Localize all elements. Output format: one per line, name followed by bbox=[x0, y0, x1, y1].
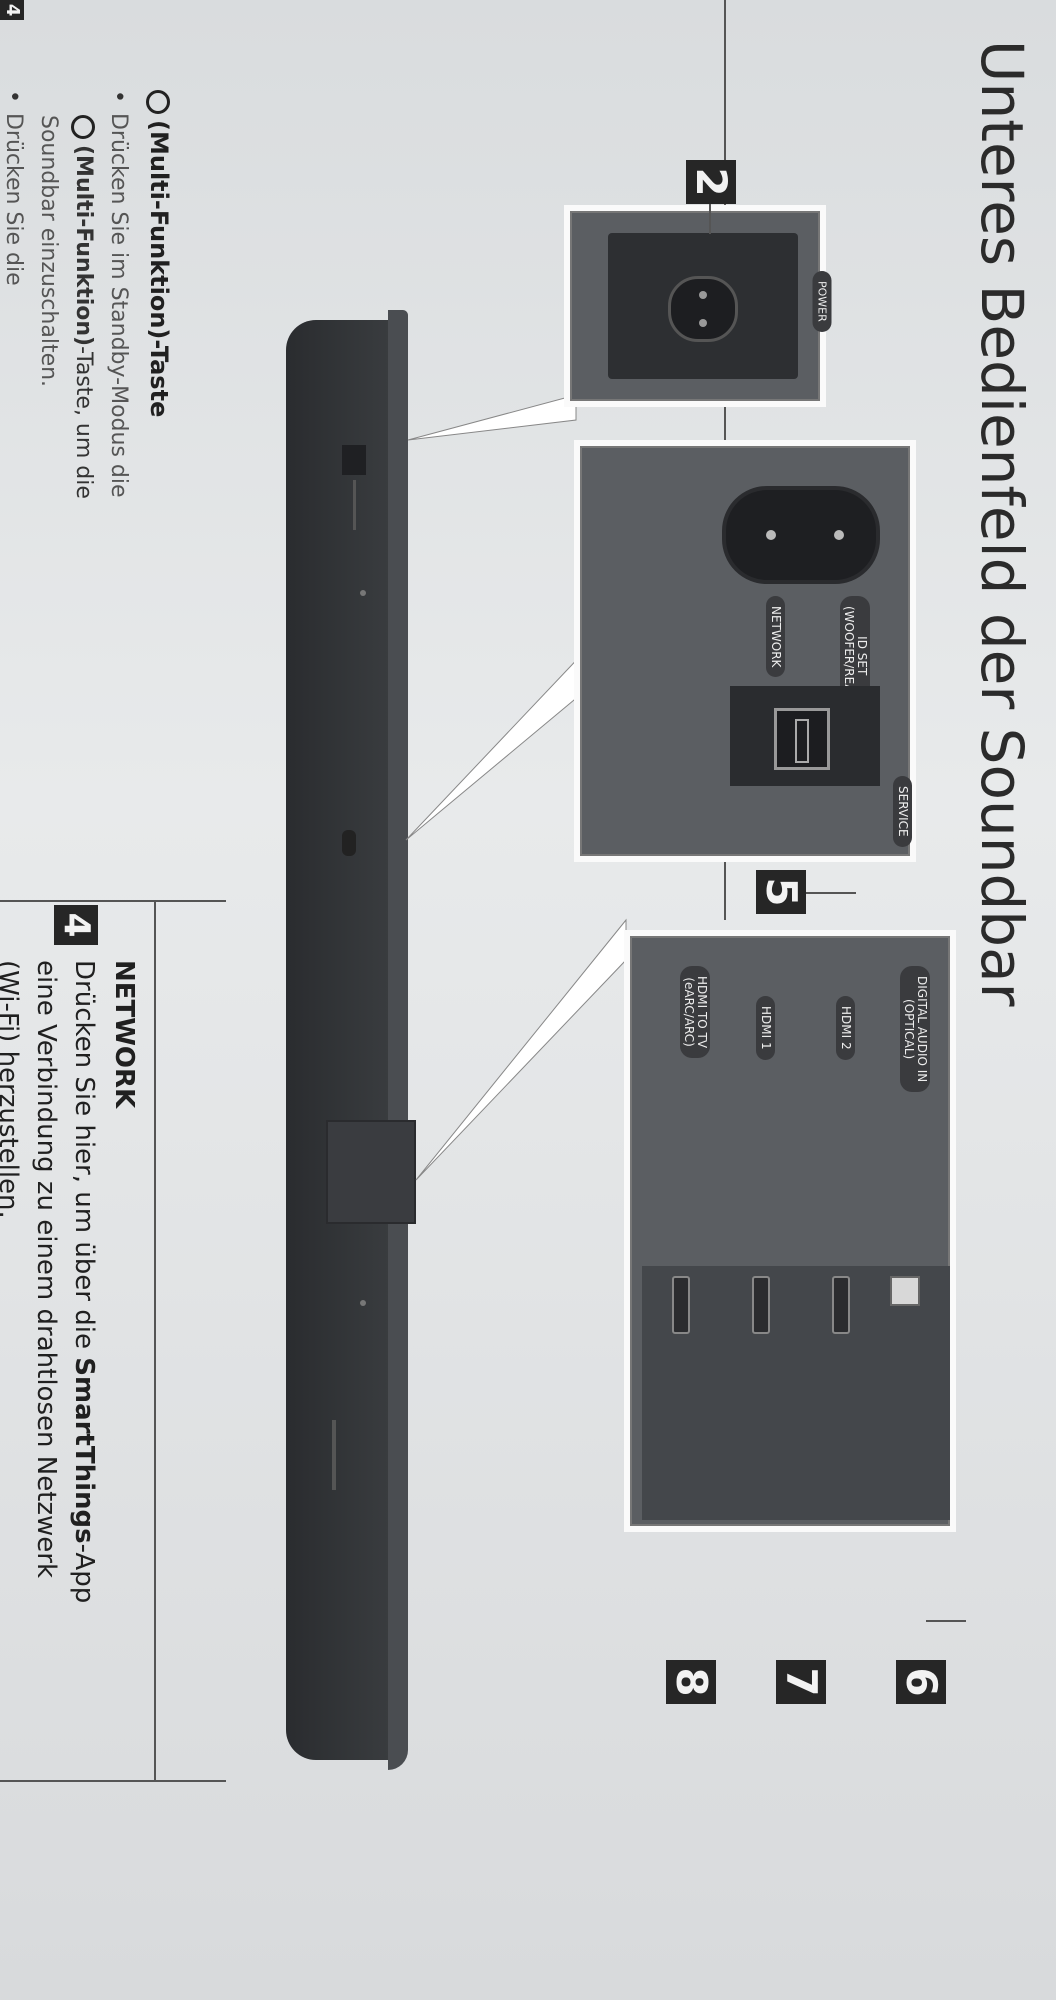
leader-6 bbox=[926, 1620, 966, 1622]
callout-6: 6 bbox=[896, 1660, 946, 1704]
leader-2 bbox=[709, 204, 711, 234]
center-panel: ID SET (WOOFER/REAR) NETWORK SERVICE bbox=[574, 440, 916, 862]
network-heading: NETWORK bbox=[109, 960, 139, 1109]
callout-7: 7 bbox=[776, 1660, 826, 1704]
power-socket bbox=[608, 233, 798, 379]
callout-5: 5 bbox=[756, 870, 806, 914]
hdmi-tv-label-sub: (eARC/ARC) bbox=[682, 977, 696, 1047]
callout-8: 8 bbox=[666, 1660, 716, 1704]
bullet1-line2-rest: -Taste, um die bbox=[71, 346, 96, 499]
bullet1-line1: •Drücken Sie im Standby-Modus die bbox=[106, 90, 131, 498]
bullet1-line2-bold: (Multi-Funktion) bbox=[71, 145, 96, 347]
multi-function-heading: (Multi-Funktion)-Taste bbox=[142, 90, 176, 417]
multi-function-heading-text: (Multi-Funktion)-Taste bbox=[145, 120, 173, 418]
network-line1-post: -App bbox=[69, 1543, 99, 1604]
digital-audio-label-text: DIGITAL AUDIO IN bbox=[915, 976, 929, 1083]
network-number-badge: 4 bbox=[54, 905, 98, 945]
multi-function-icon bbox=[146, 90, 170, 114]
network-label: NETWORK bbox=[766, 596, 785, 678]
hdmi-tv-label: HDMI TO TV (eARC/ARC) bbox=[680, 966, 710, 1059]
digital-audio-label: DIGITAL AUDIO IN (OPTICAL) bbox=[900, 966, 930, 1093]
bullet2-text: Drücken Sie die bbox=[1, 112, 26, 286]
hdmi2-label: HDMI 2 bbox=[836, 996, 855, 1060]
id-set-button[interactable] bbox=[834, 530, 844, 540]
service-port-frame bbox=[730, 686, 880, 786]
optical-port bbox=[890, 1276, 920, 1306]
hdmi1-port bbox=[752, 1276, 770, 1334]
power-socket-hole bbox=[668, 276, 738, 342]
hdmi1-label: HDMI 1 bbox=[756, 996, 775, 1060]
hdmi2-port bbox=[832, 1276, 850, 1334]
network-text-line2: eine Verbindung zu einem drahtlosen Netz… bbox=[31, 960, 61, 1579]
hdmi-tv-label-text: HDMI TO TV bbox=[695, 976, 709, 1049]
id-set-network-buttons bbox=[722, 486, 880, 584]
left-column-marker: 4 bbox=[0, 0, 24, 20]
bullet1-line2: (Multi-Funktion)-Taste, um die bbox=[71, 115, 96, 499]
connector-strip bbox=[642, 1266, 950, 1520]
digital-audio-label-sub: (OPTICAL) bbox=[902, 999, 916, 1060]
multi-function-icon-2 bbox=[71, 115, 95, 139]
bullet2-line: •Drücken Sie die bbox=[1, 90, 26, 286]
service-usb-port bbox=[774, 708, 830, 770]
network-line1-bold: SmartThings bbox=[69, 1357, 99, 1544]
network-button[interactable] bbox=[766, 530, 776, 540]
power-panel: POWER bbox=[564, 205, 832, 407]
network-text-line3: (Wi-Fi) herzustellen. bbox=[0, 960, 23, 1219]
service-label: SERVICE bbox=[893, 776, 912, 847]
power-label: POWER bbox=[812, 271, 832, 332]
bullet1-line3: Soundbar einzuschalten. bbox=[36, 115, 61, 388]
network-line1-pre: Drücken Sie hier, um über die bbox=[69, 960, 99, 1358]
bullet1-line1-text: Drücken Sie im Standby-Modus die bbox=[106, 112, 131, 498]
hdmi-tv-port bbox=[672, 1276, 690, 1334]
leader-5 bbox=[806, 892, 856, 894]
callout-2: 2 bbox=[686, 160, 736, 204]
io-panel: DIGITAL AUDIO IN (OPTICAL) HDMI 2 HDMI 1… bbox=[624, 930, 956, 1532]
network-text-line1: Drücken Sie hier, um über die SmartThing… bbox=[67, 960, 101, 1603]
